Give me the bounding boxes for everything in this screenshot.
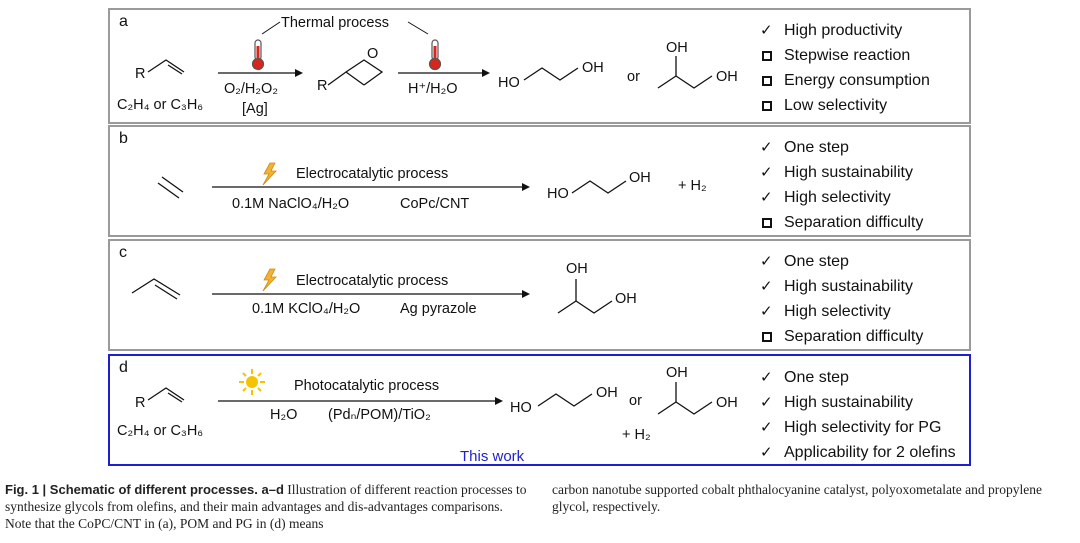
check-icon: ✓: [760, 394, 773, 411]
feature-item: ✓High selectivity for PG: [760, 415, 956, 440]
pg-oh-right: OH: [716, 69, 738, 85]
check-icon: ✓: [760, 444, 773, 461]
feature-item: ✓High sustainability: [760, 390, 956, 415]
lightning-bolt-icon: [262, 162, 277, 186]
step1-catalyst: [Ag]: [242, 101, 268, 117]
sun-icon: [239, 369, 265, 395]
check-icon: ✓: [760, 419, 773, 436]
figure-caption-left: Fig. 1 | Schematic of different processe…: [5, 481, 530, 532]
eg-oh: OH: [582, 60, 604, 76]
figure-caption-right: carbon nanotube supported cobalt phthalo…: [552, 481, 1072, 515]
panel-c-graphics: [131, 268, 613, 314]
pg-oh-top: OH: [566, 261, 588, 277]
feature-item: ✓High sustainability: [760, 274, 923, 299]
check-icon: ✓: [760, 253, 773, 270]
thermometer-icon: [251, 39, 265, 71]
feature-item: ✓High selectivity: [760, 299, 923, 324]
check-icon: ✓: [760, 278, 773, 295]
feature-item: ✓One step: [760, 249, 923, 274]
panel-letter: c: [119, 244, 127, 261]
pg-oh-right: OH: [716, 395, 738, 411]
feature-item: ✓Applicability for 2 olefins: [760, 440, 956, 465]
step2-reagent: H⁺/H₂O: [408, 81, 458, 97]
conditions-electrolyte: 0.1M NaClO₄/H₂O: [232, 196, 350, 212]
this-work-label: This work: [460, 448, 525, 465]
check-icon: ✓: [760, 189, 773, 206]
conditions-catalyst: (Pdₙ/POM)/TiO₂: [328, 407, 431, 423]
thermal-process-label: Thermal process: [281, 15, 389, 31]
check-icon: ✓: [760, 369, 773, 386]
lightning-bolt-icon: [262, 268, 277, 292]
feature-list: ✓One step ✓High sustainability ✓High sel…: [760, 135, 923, 235]
pg-oh-top: OH: [666, 40, 688, 56]
conditions-catalyst: Ag pyrazole: [400, 301, 477, 317]
or-label: or: [627, 69, 640, 85]
feature-item: Energy consumption: [760, 68, 930, 93]
feature-item: Separation difficulty: [760, 210, 923, 235]
pg-oh-top: OH: [666, 365, 688, 381]
checkbox-empty-icon: [762, 218, 772, 228]
h2-byproduct: + H₂: [678, 178, 707, 194]
eg-ho: HO: [547, 186, 569, 202]
panel-letter: a: [119, 13, 128, 30]
feature-list: ✓One step ✓High sustainability ✓High sel…: [760, 249, 923, 349]
panel-b-graphics: [157, 162, 627, 199]
panel-letter: b: [119, 130, 128, 147]
checkbox-empty-icon: [762, 76, 772, 86]
feature-list: ✓High productivity Stepwise reaction Ene…: [760, 18, 930, 118]
checkbox-empty-icon: [762, 332, 772, 342]
panel-b: b Electrocatalytic process 0.1M NaClO₄/H…: [108, 125, 971, 237]
panel-c: c Electrocatalytic process 0.1M KClO₄/H₂…: [108, 239, 971, 351]
panel-d: d R C₂H₄ or C₃H₆ Photocatalytic process …: [108, 354, 971, 466]
or-label: or: [629, 393, 642, 409]
feature-item: Low selectivity: [760, 93, 930, 118]
reactant-r: R: [135, 395, 146, 411]
feature-item: ✓High productivity: [760, 18, 930, 43]
epoxide-o: O: [367, 46, 379, 62]
process-label: Photocatalytic process: [294, 378, 440, 394]
h2-byproduct: + H₂: [622, 427, 651, 443]
feature-list: ✓One step ✓High sustainability ✓High sel…: [760, 365, 956, 465]
feature-item: ✓One step: [760, 135, 923, 160]
check-icon: ✓: [760, 303, 773, 320]
feature-item: ✓High sustainability: [760, 160, 923, 185]
feature-item: ✓One step: [760, 365, 956, 390]
caption-label: Fig. 1 | Schematic of different processe…: [5, 482, 284, 497]
thermometer-icon: [428, 39, 442, 71]
feature-item: Separation difficulty: [760, 324, 923, 349]
epoxide-r: R: [317, 78, 328, 94]
panel-d-graphics: [147, 369, 713, 415]
check-icon: ✓: [760, 139, 773, 156]
reactant-formula: C₂H₄ or C₃H₆: [117, 97, 204, 113]
eg-ho: HO: [498, 75, 520, 91]
panel-a: a Thermal process R C: [108, 8, 971, 124]
eg-oh: OH: [596, 385, 618, 401]
feature-item: ✓High selectivity: [760, 185, 923, 210]
reactant-r: R: [135, 66, 146, 82]
panel-letter: d: [119, 359, 128, 376]
eg-oh: OH: [629, 170, 651, 186]
checkbox-empty-icon: [762, 51, 772, 61]
conditions-electrolyte: 0.1M KClO₄/H₂O: [252, 301, 361, 317]
conditions-catalyst: CoPc/CNT: [400, 196, 470, 212]
eg-ho: HO: [510, 400, 532, 416]
check-icon: ✓: [760, 22, 773, 39]
panel-a-graphics: [147, 21, 713, 89]
conditions-solvent: H₂O: [270, 407, 298, 423]
caption-text: carbon nanotube supported cobalt phthalo…: [552, 482, 1042, 514]
feature-item: Stepwise reaction: [760, 43, 930, 68]
caption-text: Illustration of different reaction proce…: [5, 482, 527, 531]
pg-oh-right: OH: [615, 291, 637, 307]
process-label: Electrocatalytic process: [296, 166, 449, 182]
check-icon: ✓: [760, 164, 773, 181]
process-label: Electrocatalytic process: [296, 273, 449, 289]
reactant-formula: C₂H₄ or C₃H₆: [117, 423, 204, 439]
step1-oxidant: O₂/H₂O₂: [224, 81, 278, 97]
checkbox-empty-icon: [762, 101, 772, 111]
